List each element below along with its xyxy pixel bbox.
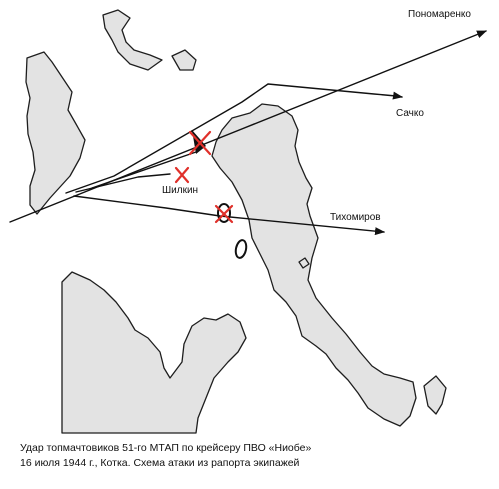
ship-marker-second (217, 203, 231, 223)
label-tikhomirov: Тихомиров (330, 212, 381, 223)
label-sachko: Сачко (396, 108, 424, 119)
landmass-south (61, 271, 247, 434)
label-ponomarenko: Пономаренко (408, 9, 471, 20)
track-ponomarenko (9, 30, 487, 223)
track-sachko (65, 83, 403, 194)
island-west (25, 51, 86, 215)
hit-mark-cross (214, 204, 234, 224)
island-north-east (171, 49, 197, 71)
island-east-small (423, 375, 447, 415)
ship-marker-third (234, 239, 248, 259)
hit-mark-cross (188, 130, 212, 156)
caption-line-2: 16 июля 1944 г., Котка. Схема атаки из р… (20, 457, 300, 469)
hit-marks (174, 130, 234, 224)
hit-mark-cross (174, 166, 190, 184)
label-shilkin: Шилкин (162, 185, 198, 196)
caption-line-1: Удар топмачтовиков 51-го МТАП по крейсер… (20, 442, 312, 454)
rock-small (298, 257, 310, 269)
landmasses (25, 9, 447, 434)
track-tikhomirov (73, 195, 385, 236)
peninsula-central (211, 103, 417, 427)
island-north (102, 9, 163, 71)
map-caption: Удар топмачтовиков 51-го МТАП по крейсер… (20, 441, 490, 471)
